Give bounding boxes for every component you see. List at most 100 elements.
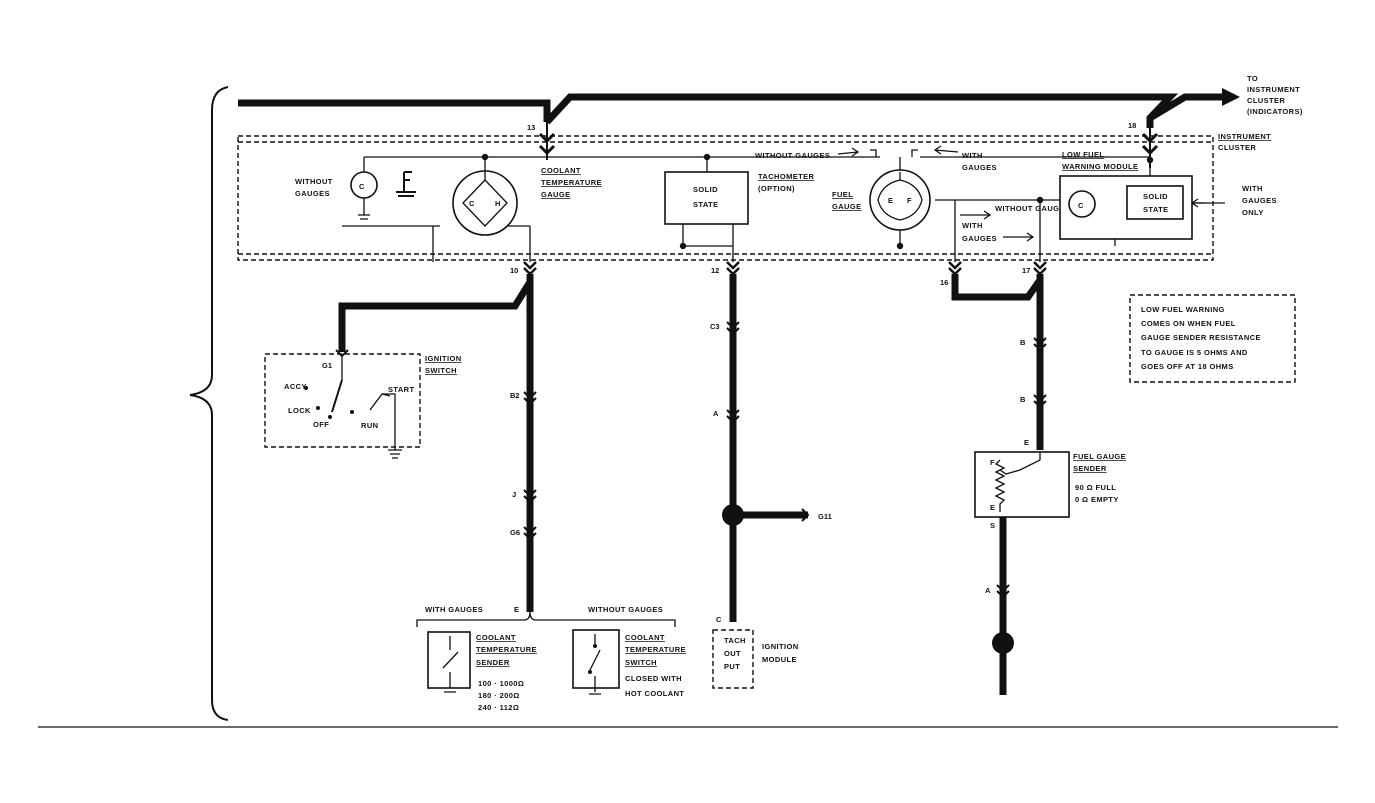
svg-text:WITHOUT GAUGES: WITHOUT GAUGES <box>995 204 1070 213</box>
tachometer-module: SOLID STATE TACHOMETER (OPTION) <box>664 171 815 225</box>
fuel-gauge-sender: F E FUEL GAUGE SENDER 90 Ω FULL 0 Ω EMPT… <box>974 451 1126 518</box>
svg-text:TEMPERATURE: TEMPERATURE <box>541 178 602 187</box>
svg-text:LOCK: LOCK <box>288 406 311 415</box>
svg-text:J: J <box>512 490 516 499</box>
svg-text:MODULE: MODULE <box>762 655 797 664</box>
svg-text:E: E <box>514 605 519 614</box>
svg-text:WITH: WITH <box>962 221 983 230</box>
coolant-temperature-sender: COOLANT TEMPERATURE SENDER 100 · 1000Ω 1… <box>427 631 537 712</box>
svg-text:COMES ON WHEN FUEL: COMES ON WHEN FUEL <box>1141 319 1236 328</box>
svg-text:C: C <box>359 182 365 191</box>
coolant-sender-options: WITH GAUGES WITHOUT GAUGES <box>416 605 676 627</box>
junction-dots <box>481 153 1154 250</box>
svg-text:OFF: OFF <box>313 420 329 429</box>
svg-text:SWITCH: SWITCH <box>625 658 657 667</box>
svg-text:RUN: RUN <box>361 421 378 430</box>
svg-text:G6: G6 <box>510 528 520 537</box>
low-fuel-note: LOW FUEL WARNING COMES ON WHEN FUEL GAUG… <box>1129 294 1296 383</box>
svg-text:STATE: STATE <box>1143 205 1168 214</box>
svg-text:CLOSED WITH: CLOSED WITH <box>625 674 682 683</box>
coolant-circuit-wire: B2 J G6 E <box>338 274 537 614</box>
svg-text:F: F <box>907 196 912 205</box>
svg-text:TO: TO <box>1247 74 1258 83</box>
svg-text:E: E <box>990 503 995 512</box>
svg-text:C: C <box>716 615 722 624</box>
coolant-warning-lamp: C WITHOUT GAUGES <box>295 157 378 220</box>
svg-text:START: START <box>388 385 414 394</box>
svg-text:SOLID: SOLID <box>693 185 718 194</box>
svg-text:LOW FUEL WARNING: LOW FUEL WARNING <box>1141 305 1225 314</box>
svg-text:TEMPERATURE: TEMPERATURE <box>476 645 537 654</box>
svg-text:13: 13 <box>527 123 535 132</box>
connector-12: 12 <box>711 261 740 276</box>
svg-text:17: 17 <box>1022 266 1030 275</box>
svg-text:GAUGES: GAUGES <box>1242 196 1277 205</box>
svg-text:180 · 200Ω: 180 · 200Ω <box>478 691 520 700</box>
svg-text:E: E <box>1024 438 1029 447</box>
svg-text:WITHOUT: WITHOUT <box>295 177 333 186</box>
svg-text:(OPTION): (OPTION) <box>758 184 795 193</box>
svg-text:INSTRUMENT: INSTRUMENT <box>1247 85 1300 94</box>
svg-text:G11: G11 <box>818 512 832 521</box>
svg-text:IGNITION: IGNITION <box>425 354 462 363</box>
svg-text:COOLANT: COOLANT <box>476 633 516 642</box>
svg-text:SENDER: SENDER <box>476 658 510 667</box>
svg-text:IGNITION: IGNITION <box>762 642 799 651</box>
svg-text:B: B <box>1020 395 1026 404</box>
svg-text:10: 10 <box>510 266 518 275</box>
svg-text:STATE: STATE <box>693 200 718 209</box>
svg-text:A: A <box>985 586 991 595</box>
svg-text:C: C <box>1078 201 1084 210</box>
svg-text:FUEL GAUGE: FUEL GAUGE <box>1073 452 1126 461</box>
svg-text:240 · 112Ω: 240 · 112Ω <box>478 703 519 712</box>
svg-text:TACH: TACH <box>724 636 746 645</box>
svg-text:WITH GAUGES: WITH GAUGES <box>425 605 483 614</box>
svg-text:GAUGES: GAUGES <box>962 163 997 172</box>
svg-text:S: S <box>990 521 995 530</box>
svg-text:0 Ω EMPTY: 0 Ω EMPTY <box>1075 495 1119 504</box>
svg-text:(INDICATORS): (INDICATORS) <box>1247 107 1303 116</box>
svg-text:COOLANT: COOLANT <box>625 633 665 642</box>
tach-circuit-wire: C3 A G11 C <box>710 274 832 624</box>
group-bracket <box>189 86 229 721</box>
connector-17: 17 <box>1022 261 1047 276</box>
svg-text:G1: G1 <box>322 361 332 370</box>
fuel-ground-wire: S A <box>985 517 1014 695</box>
svg-text:TEMPERATURE: TEMPERATURE <box>625 645 686 654</box>
svg-text:WARNING MODULE: WARNING MODULE <box>1062 162 1138 171</box>
svg-text:CLUSTER: CLUSTER <box>1218 143 1256 152</box>
fuel-circuit-wire: B B E <box>951 274 1047 450</box>
tach-output-module: TACH OUT PUT IGNITION MODULE <box>712 629 799 689</box>
connector-13: 13 <box>527 122 556 160</box>
mid-option-labels: WITHOUT GAUGES WITH GAUGES <box>960 204 1070 243</box>
svg-text:CLUSTER: CLUSTER <box>1247 96 1285 105</box>
svg-text:OUT: OUT <box>724 649 741 658</box>
svg-text:PUT: PUT <box>724 662 740 671</box>
svg-text:TACHOMETER: TACHOMETER <box>758 172 815 181</box>
svg-text:16: 16 <box>940 278 948 287</box>
svg-text:HOT COOLANT: HOT COOLANT <box>625 689 684 698</box>
svg-text:H: H <box>495 199 500 208</box>
svg-text:WITH: WITH <box>1242 184 1263 193</box>
svg-text:INSTRUMENT: INSTRUMENT <box>1218 132 1271 141</box>
svg-text:WITHOUT GAUGES: WITHOUT GAUGES <box>588 605 663 614</box>
svg-text:F: F <box>990 458 995 467</box>
svg-text:E: E <box>888 196 893 205</box>
svg-text:SWITCH: SWITCH <box>425 366 457 375</box>
temperature-symbol-icon <box>396 171 416 197</box>
svg-text:12: 12 <box>711 266 719 275</box>
ignition-switch: G1 ACCY LOCK OFF RUN START IGNITION SWIT… <box>264 349 462 459</box>
svg-text:18: 18 <box>1128 121 1136 130</box>
connector-18: 18 <box>1128 121 1159 168</box>
to-cluster-label: TO INSTRUMENT CLUSTER (INDICATORS) <box>1247 74 1303 116</box>
svg-text:LOW FUEL: LOW FUEL <box>1062 150 1104 159</box>
coolant-temperature-switch: COOLANT TEMPERATURE SWITCH CLOSED WITH H… <box>572 629 686 698</box>
svg-text:COOLANT: COOLANT <box>541 166 581 175</box>
svg-text:FUEL: FUEL <box>832 190 853 199</box>
instrument-cluster-label: INSTRUMENT CLUSTER <box>1218 132 1271 152</box>
svg-text:WITH: WITH <box>962 151 983 160</box>
svg-text:B: B <box>1020 338 1026 347</box>
fuel-gauge: E F FUEL GAUGE <box>832 169 931 231</box>
svg-text:100 · 1000Ω: 100 · 1000Ω <box>478 679 524 688</box>
